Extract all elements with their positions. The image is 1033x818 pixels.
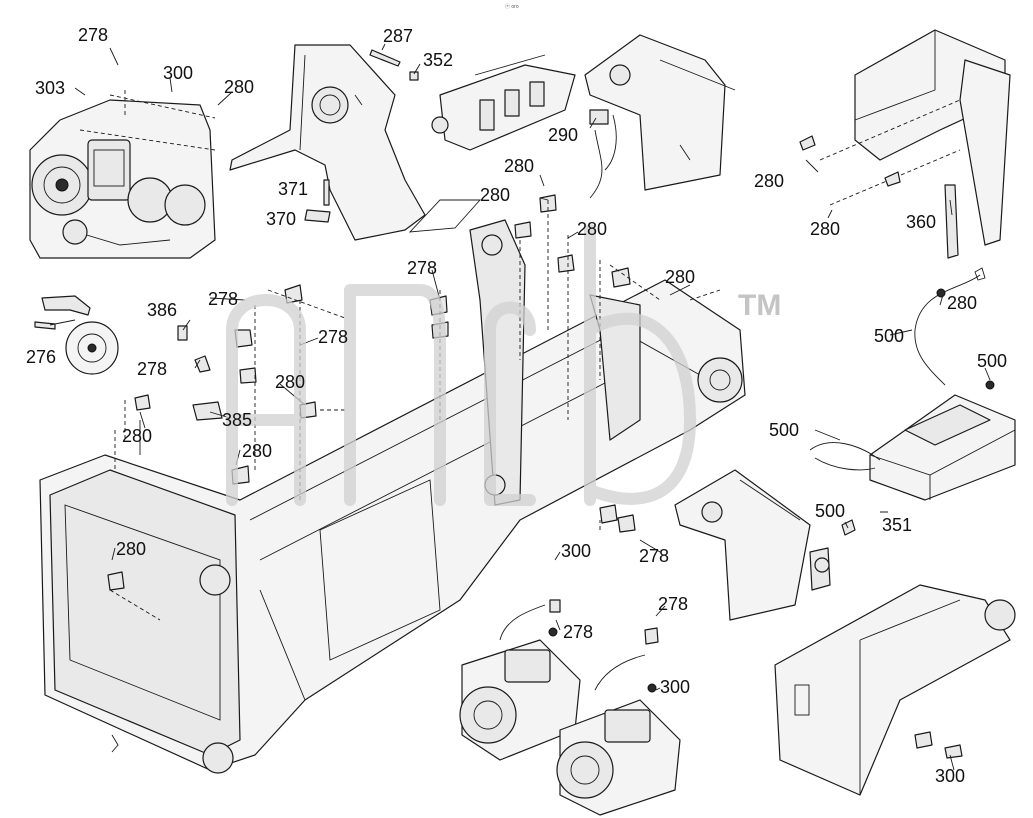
watermark-logo: TM xyxy=(226,224,781,506)
callout-280: 280 xyxy=(224,77,255,97)
callout-278: 278 xyxy=(78,25,109,45)
callout-280: 280 xyxy=(480,185,511,205)
callout-385: 385 xyxy=(222,410,253,430)
callout-278: 278 xyxy=(407,258,438,278)
callout-351: 500 xyxy=(815,501,846,521)
hydraulic-pumps xyxy=(459,599,681,816)
callout-278: 278 xyxy=(658,594,689,614)
callout-300: 300 xyxy=(163,63,194,83)
callout-300: 278 xyxy=(563,622,594,642)
callout-280: 280 xyxy=(504,156,535,176)
callout-278: 278 xyxy=(208,289,239,309)
header-code: ⓔ oro xyxy=(505,4,519,10)
callout-280: 280 xyxy=(754,171,785,191)
horn-assembly xyxy=(34,295,211,375)
callout-287: 287 xyxy=(383,26,414,46)
callout-280: 280 xyxy=(810,219,841,239)
callout-282: 300 xyxy=(935,766,966,786)
callout-300: 300 xyxy=(660,677,691,697)
engine-assembly xyxy=(29,90,216,259)
main-frame xyxy=(39,219,746,774)
callout-500: 500 xyxy=(977,351,1008,371)
callout-371: 371 xyxy=(278,179,309,199)
callout-276: 276 xyxy=(26,347,57,367)
callout-370: 370 xyxy=(266,209,297,229)
callout-500: 500 xyxy=(874,326,905,346)
battery-cover xyxy=(799,29,1011,259)
battery-assembly xyxy=(809,267,1016,501)
callout-278: 300 xyxy=(561,541,592,561)
callout-280: 280 xyxy=(242,441,273,461)
right-side-panels xyxy=(674,469,1016,796)
callout-386: 386 xyxy=(147,300,178,320)
callout-280: 280 xyxy=(577,219,608,239)
callout-280: 280 xyxy=(275,372,306,392)
upper-panel xyxy=(584,34,736,199)
rear-bracket xyxy=(229,44,482,241)
callout-280: 280 xyxy=(122,426,153,446)
callout-290: 290 xyxy=(548,125,579,145)
valve-block xyxy=(369,49,576,151)
watermark-tm: TM xyxy=(738,289,781,322)
callout-300: 351 xyxy=(882,515,913,535)
callout-278: 278 xyxy=(137,359,168,379)
callout-280: 280 xyxy=(665,267,696,287)
callout-500: 500 xyxy=(769,420,800,440)
callout-352: 352 xyxy=(423,50,454,70)
callout-280: 280 xyxy=(116,539,147,559)
callout-278: 278 xyxy=(639,546,670,566)
leader-lines xyxy=(49,43,991,771)
callout-303: 303 xyxy=(35,78,66,98)
callout-278: 278 xyxy=(318,327,349,347)
callout-500: 280 xyxy=(947,293,978,313)
callout-360: 360 xyxy=(906,212,937,232)
